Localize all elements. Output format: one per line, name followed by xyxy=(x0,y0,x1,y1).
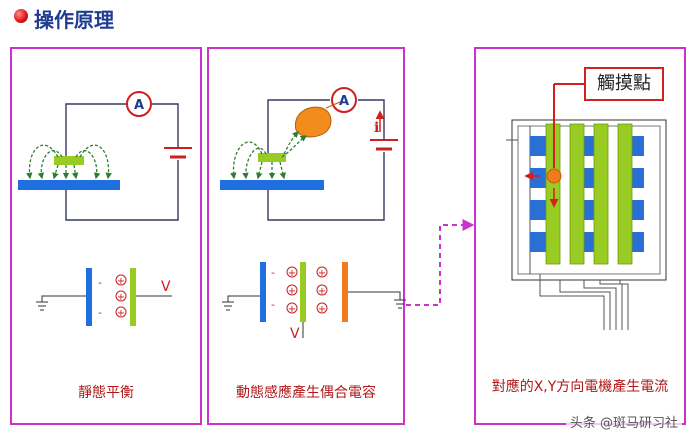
positive-charge: + xyxy=(117,276,125,287)
sensor-traces xyxy=(506,126,629,330)
ammeter-icon: A xyxy=(126,91,152,117)
positive-charge: + xyxy=(318,268,326,279)
dynamic-ammeter-label: A xyxy=(339,94,349,109)
dynamic-coupling-caption: 動態感應產生偶合電容 xyxy=(236,385,376,401)
negative-charge: - xyxy=(98,306,102,319)
watermark: 头条 @斑马研习社 xyxy=(565,412,682,431)
negative-charge: - xyxy=(271,266,275,279)
dynamic-electrode xyxy=(258,153,286,162)
battery-icon xyxy=(164,147,192,159)
current-label: i xyxy=(374,120,379,136)
static-balance-caption: 靜態平衡 xyxy=(78,385,134,401)
static-circuit: A xyxy=(65,91,192,221)
dynamic-sensor-plate xyxy=(220,180,324,190)
static-capacitor: V - - + + + xyxy=(36,268,172,326)
static-voltage-label: V xyxy=(161,279,171,295)
touch-point-callout: 觸摸點 xyxy=(584,67,664,101)
touch-point-caption: 對應的X,Y方向電機產生電流 xyxy=(491,379,669,395)
positive-charge: + xyxy=(117,308,125,319)
bullet-icon xyxy=(14,9,28,23)
static-electrode xyxy=(54,156,84,165)
dynamic-voltage-label: V xyxy=(290,326,300,342)
positive-charge: + xyxy=(318,304,326,315)
dynamic-coupling-panel: 動態感應產生偶合電容 xyxy=(207,47,405,425)
negative-charge: - xyxy=(98,276,102,289)
dynamic-capacitor: V - - + + + + + + xyxy=(222,262,406,342)
positive-charge: + xyxy=(288,304,296,315)
touch-grid xyxy=(506,83,667,330)
negative-charge: - xyxy=(271,298,275,311)
page-title-text: 操作原理 xyxy=(34,8,114,32)
positive-charge: + xyxy=(288,268,296,279)
static-field-lines xyxy=(26,144,112,180)
dynamic-circuit: A i xyxy=(267,87,398,221)
positive-charge: + xyxy=(117,292,125,303)
static-ammeter-label: A xyxy=(134,98,144,113)
battery-icon xyxy=(370,139,398,151)
flow-arrow xyxy=(406,219,475,306)
positive-charge: + xyxy=(288,286,296,297)
x-electrodes xyxy=(545,123,633,265)
positive-charge: + xyxy=(318,286,326,297)
ammeter-icon: A xyxy=(331,87,357,113)
static-sensor-plate xyxy=(18,180,120,190)
dynamic-field-lines xyxy=(230,131,308,180)
touch-point-marker xyxy=(524,83,584,208)
finger-icon xyxy=(294,101,341,138)
static-balance-panel: 靜態平衡 xyxy=(10,47,202,425)
